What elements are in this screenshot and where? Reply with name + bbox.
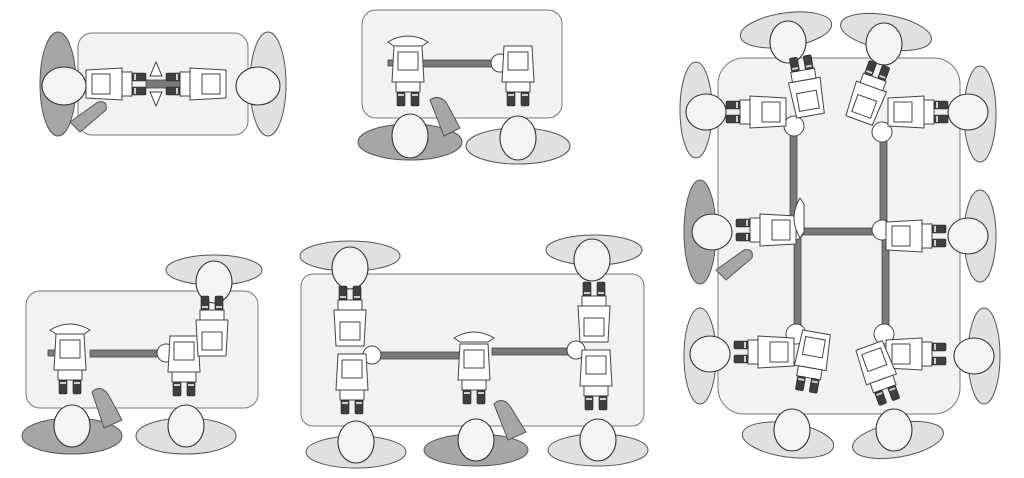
config-side-by-side-left	[21, 254, 263, 455]
viewer-left-1	[679, 61, 727, 159]
viewer-arm	[69, 101, 107, 133]
viewer-top-right	[545, 234, 643, 282]
viewer-bottom-middle	[423, 400, 529, 467]
viewer-top-2	[840, 12, 932, 66]
viewer-1	[357, 96, 463, 161]
config-three-viewer-row	[299, 234, 649, 469]
viewer-arm	[91, 388, 123, 429]
viewer-bottom-left	[305, 420, 407, 469]
viewer-2	[465, 115, 571, 165]
viewer-arm	[429, 96, 461, 137]
bridge-bar	[793, 227, 885, 236]
viewer-right	[235, 31, 287, 137]
config-face-to-face	[39, 31, 287, 137]
bridge-bar	[491, 347, 573, 356]
viewer-right-1	[947, 65, 997, 163]
viewer-arm	[715, 249, 753, 281]
bridge-bar	[881, 235, 890, 339]
viewer-bottom-2	[852, 408, 944, 460]
viewer-1	[21, 388, 123, 455]
bridge-bar	[793, 235, 802, 339]
viewer-bottom-1	[741, 408, 835, 459]
config-side-by-side	[357, 9, 571, 165]
viewer-top-left	[299, 240, 401, 290]
viewer-top-1	[739, 11, 833, 64]
viewer-left-2	[683, 179, 753, 285]
viewer-left-3	[683, 307, 731, 405]
bridge-bar	[379, 351, 461, 360]
viewer-arm	[493, 400, 527, 441]
viewer-right-3	[953, 307, 1001, 405]
viewer-right-2	[947, 189, 997, 283]
viewer-bottom-right	[547, 418, 649, 467]
viewer-top	[165, 254, 263, 304]
config-eight-viewer-array	[679, 11, 1001, 460]
viewer-left	[39, 31, 107, 137]
viewer-2	[135, 404, 237, 455]
